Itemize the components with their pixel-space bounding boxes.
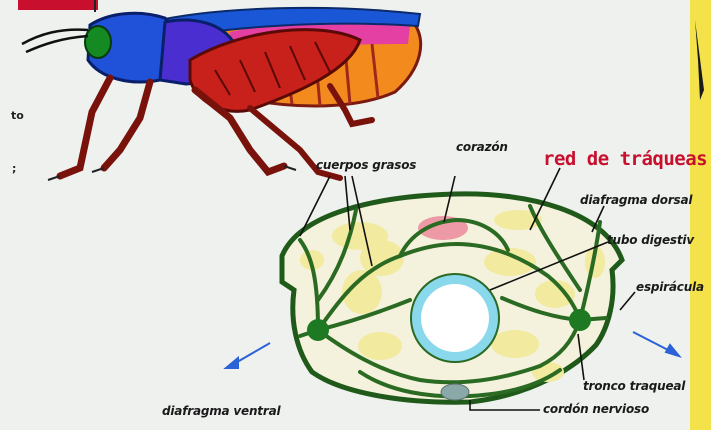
label-fat-bodies: cuerpos grasos [316, 158, 416, 172]
label-dorsal-diaphragm: diafragma dorsal [580, 193, 692, 207]
diagram-title: red de tráqueas [543, 148, 707, 170]
left-text-fragment-1: to [11, 109, 24, 122]
label-tracheal-trunk: tronco traqueal [583, 379, 685, 393]
cropped-title-remnant [18, 0, 98, 10]
tracheal-trunk-right [569, 309, 591, 331]
tracheal-trunk-left [307, 319, 329, 341]
label-digestive-tube: tubo digestiv [607, 233, 694, 247]
label-spiracle: espirácula [636, 280, 704, 294]
grasshopper-illustration [18, 0, 421, 180]
nerve-cord [441, 384, 469, 400]
label-ventral-diaphragm: diafragma ventral [162, 404, 280, 418]
gut-lumen [421, 284, 489, 352]
label-nerve-cord: cordón nervioso [543, 402, 649, 416]
label-heart: corazón [456, 140, 508, 154]
left-text-fragment-2: ; [12, 162, 16, 175]
page-edge-strip [690, 0, 711, 430]
cross-section-diagram [282, 194, 622, 402]
